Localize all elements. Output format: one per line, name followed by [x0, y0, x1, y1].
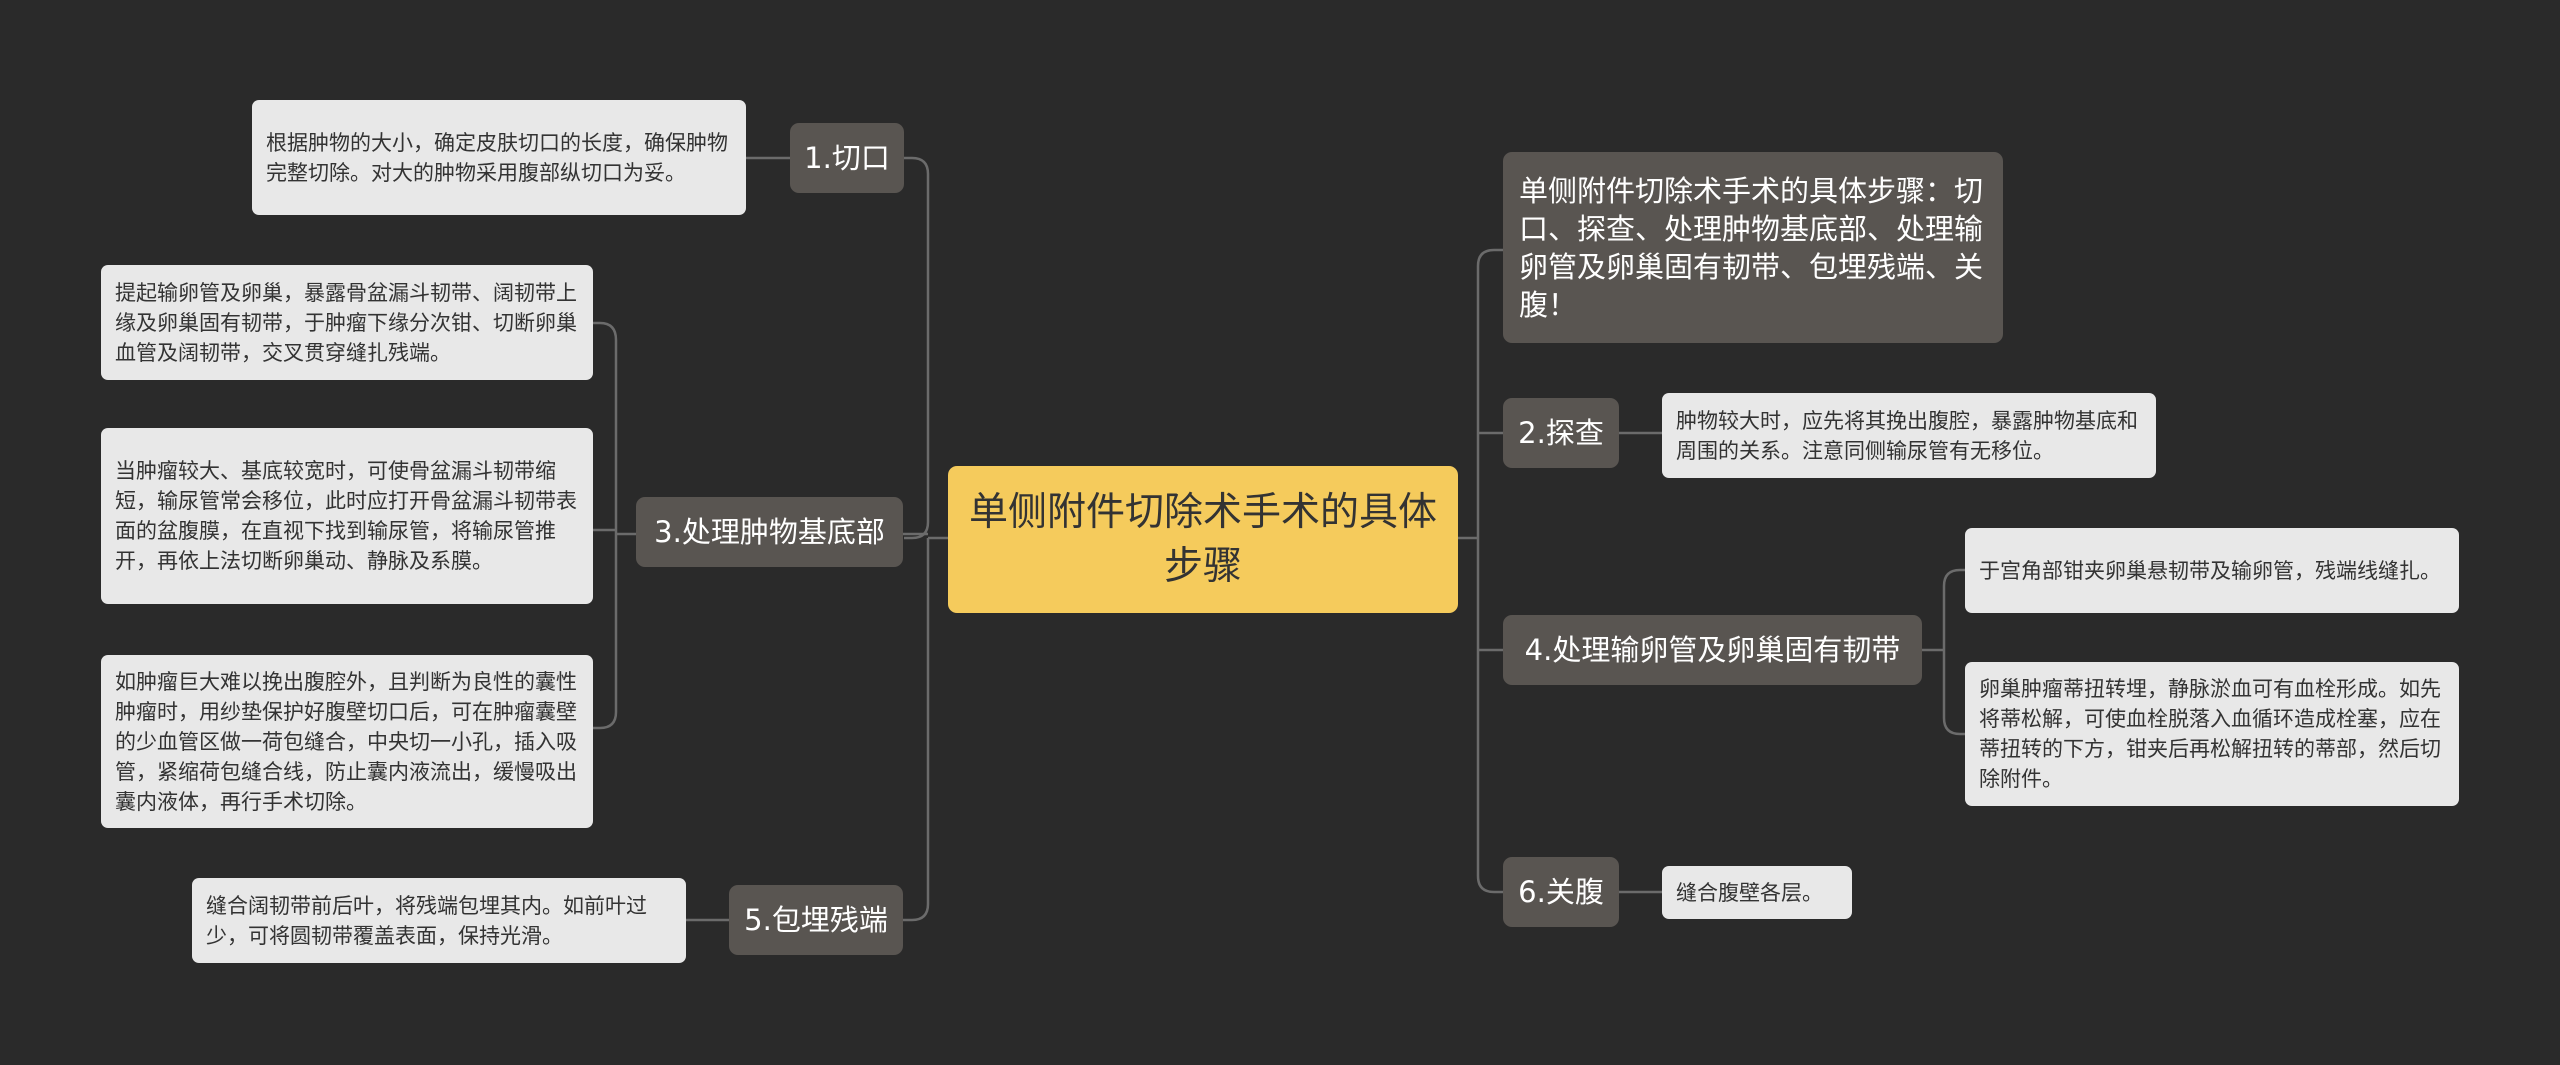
- leaf-tumor-base-clamp-text: 提起输卵管及卵巢，暴露骨盆漏斗韧带、阔韧带上缘及卵巢固有韧带，于肿瘤下缘分次钳、…: [115, 280, 577, 365]
- leaf-stump-detail-text: 缝合阔韧带前后叶，将残端包埋其内。如前叶过少，可将圆韧带覆盖表面，保持光滑。: [206, 893, 647, 948]
- leaf-tube-ligament-clamp[interactable]: 于宫角部钳夹卵巢悬韧带及输卵管，残端线缝扎。: [1965, 528, 2459, 613]
- leaf-tube-ligament-torsion-text: 卵巢肿瘤蒂扭转埋，静脉淤血可有血栓形成。如先将蒂松解，可使血栓脱落入血循环造成栓…: [1979, 677, 2441, 791]
- leaf-tube-ligament-clamp-text: 于宫角部钳夹卵巢悬韧带及输卵管，残端线缝扎。: [1979, 558, 2441, 583]
- leaf-incision-detail[interactable]: 根据肿物的大小，确定皮肤切口的长度，确保肿物完整切除。对大的肿物采用腹部纵切口为…: [252, 100, 746, 215]
- branch-incision-label: 1.切口: [804, 141, 890, 175]
- branch-close[interactable]: 6.关腹: [1503, 857, 1619, 927]
- branch-incision[interactable]: 1.切口: [790, 123, 904, 193]
- leaf-close-detail-text: 缝合腹壁各层。: [1676, 880, 1823, 905]
- summary-note[interactable]: 单侧附件切除术手术的具体步骤：切口、探查、处理肿物基底部、处理输卵管及卵巢固有韧…: [1503, 152, 2003, 343]
- connector-b3-leaves: [593, 321, 636, 730]
- summary-note-text: 单侧附件切除术手术的具体步骤：切口、探查、处理肿物基底部、处理输卵管及卵巢固有韧…: [1519, 173, 1984, 322]
- leaf-explore-detail-text: 肿物较大时，应先将其挽出腹腔，暴露肿物基底和周围的关系。注意同侧输尿管有无移位。: [1676, 408, 2138, 463]
- connector-left-trunk: [903, 156, 930, 540]
- leaf-tumor-base-ureter[interactable]: 当肿瘤较大、基底较宽时，可使骨盆漏斗韧带缩短，输尿管常会移位，此时应打开骨盆漏斗…: [101, 428, 593, 604]
- leaf-explore-detail[interactable]: 肿物较大时，应先将其挽出腹腔，暴露肿物基底和周围的关系。注意同侧输尿管有无移位。: [1662, 393, 2156, 478]
- leaf-tumor-base-clamp[interactable]: 提起输卵管及卵巢，暴露骨盆漏斗韧带、阔韧带上缘及卵巢固有韧带，于肿瘤下缘分次钳、…: [101, 265, 593, 380]
- leaf-tumor-base-cyst[interactable]: 如肿瘤巨大难以挽出腹腔外，且判断为良性的囊性肿瘤时，用纱垫保护好腹壁切口后，可在…: [101, 655, 593, 828]
- leaf-tumor-base-cyst-text: 如肿瘤巨大难以挽出腹腔外，且判断为良性的囊性肿瘤时，用纱垫保护好腹壁切口后，可在…: [115, 669, 577, 814]
- root-topic-label: 单侧附件切除术手术的具体步骤: [968, 489, 1437, 589]
- leaf-tumor-base-ureter-text: 当肿瘤较大、基底较宽时，可使骨盆漏斗韧带缩短，输尿管常会移位，此时应打开骨盆漏斗…: [115, 459, 577, 573]
- connector-right-trunk: [1476, 248, 1503, 894]
- branch-explore-label: 2.探查: [1518, 416, 1604, 450]
- leaf-tube-ligament-torsion[interactable]: 卵巢肿瘤蒂扭转埋，静脉淤血可有血栓形成。如先将蒂松解，可使血栓脱落入血循环造成栓…: [1965, 662, 2459, 806]
- connector-left-trunk-lower: [903, 538, 930, 922]
- connector-b4-leaves: [1922, 568, 1965, 736]
- branch-tumor-base[interactable]: 3.处理肿物基底部: [636, 497, 903, 567]
- leaf-incision-detail-text: 根据肿物的大小，确定皮肤切口的长度，确保肿物完整切除。对大的肿物采用腹部纵切口为…: [266, 130, 728, 185]
- leaf-close-detail[interactable]: 缝合腹壁各层。: [1662, 866, 1852, 919]
- branch-tumor-base-label: 3.处理肿物基底部: [654, 515, 885, 549]
- branch-tube-ligament-label: 4.处理输卵管及卵巢固有韧带: [1524, 633, 1901, 667]
- branch-stump-label: 5.包埋残端: [744, 903, 888, 937]
- root-topic[interactable]: 单侧附件切除术手术的具体步骤: [948, 466, 1458, 613]
- leaf-stump-detail[interactable]: 缝合阔韧带前后叶，将残端包埋其内。如前叶过少，可将圆韧带覆盖表面，保持光滑。: [192, 878, 686, 963]
- branch-tube-ligament[interactable]: 4.处理输卵管及卵巢固有韧带: [1503, 615, 1922, 685]
- branch-close-label: 6.关腹: [1518, 875, 1604, 909]
- branch-explore[interactable]: 2.探查: [1503, 398, 1619, 468]
- branch-stump[interactable]: 5.包埋残端: [729, 885, 903, 955]
